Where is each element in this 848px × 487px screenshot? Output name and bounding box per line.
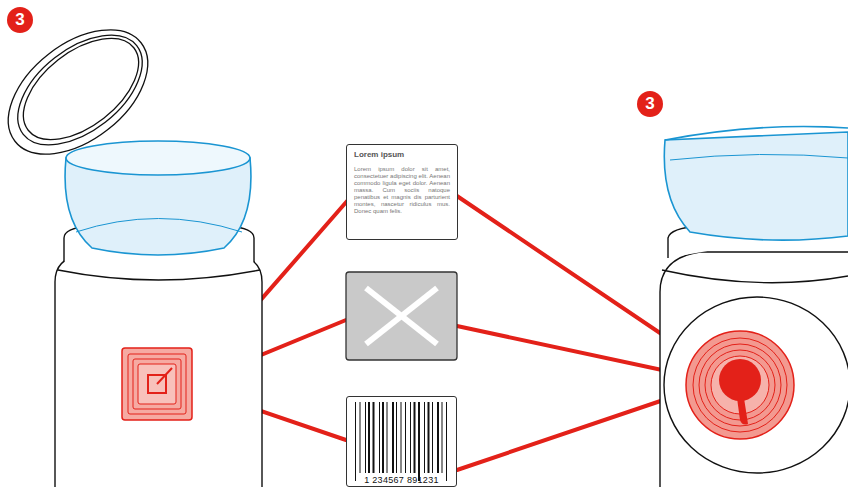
left-bowl <box>65 141 251 255</box>
nfc-sticker <box>122 348 192 420</box>
barcode-label: 1 234567 891231 <box>346 396 457 487</box>
card-heading: Lorem ipsum <box>354 151 450 160</box>
jar-bottom <box>664 297 848 473</box>
callout-number: 3 <box>7 7 33 33</box>
right-bowl <box>664 127 848 241</box>
image-placeholder <box>346 272 457 360</box>
text-card: Lorem ipsumLorem ipsum dolor sit amet, c… <box>346 144 458 240</box>
barcode-number: 1 234567 891231 <box>347 476 456 485</box>
barcode-bars <box>347 397 458 487</box>
callout-number: 3 <box>637 91 663 117</box>
left-jar <box>55 226 262 487</box>
card-body-text: Lorem ipsum dolor sit amet, consectetuer… <box>354 166 450 216</box>
